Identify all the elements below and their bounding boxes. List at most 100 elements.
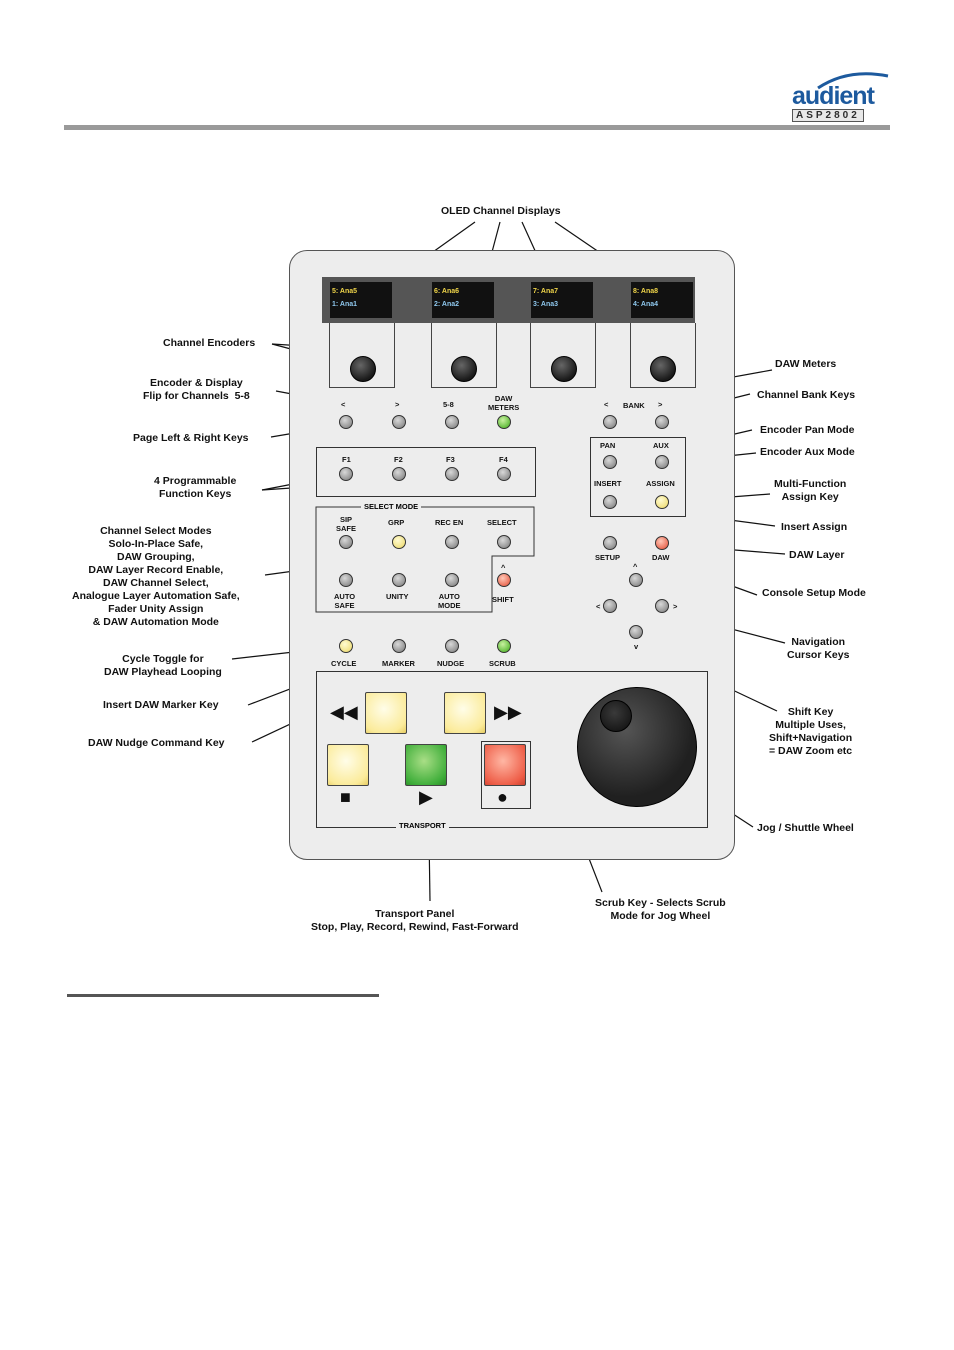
marker-label: MARKER [382, 659, 415, 668]
oled-line-bottom: 3: Ana3 [533, 301, 559, 308]
fast-forward-icon: ▶▶ [494, 702, 522, 722]
nudge-label: NUDGE [437, 659, 465, 668]
pan-label: PAN [600, 441, 616, 450]
encoder-mode-group [590, 437, 686, 517]
pan-button[interactable] [603, 455, 617, 469]
page-left-button[interactable] [339, 415, 353, 429]
function-keys-group [316, 447, 536, 497]
page-right-button[interactable] [392, 415, 406, 429]
aux-button[interactable] [655, 455, 669, 469]
f2-label: F2 [394, 455, 403, 464]
nav-left-label: < [596, 602, 601, 611]
page-left-label: < [341, 400, 346, 409]
oled-line-top: 8: Ana8 [633, 288, 659, 295]
callout-bank-keys: Channel Bank Keys [757, 389, 856, 401]
channel-encoder-2[interactable] [451, 356, 477, 382]
cycle-label: CYCLE [331, 659, 357, 668]
nav-up-label: ^ [633, 562, 638, 571]
logo-swoosh [817, 72, 889, 90]
nav-left-button[interactable] [603, 599, 617, 613]
nav-right-label: > [673, 602, 678, 611]
rec-en-button[interactable] [445, 535, 459, 549]
auto-safe-button[interactable] [339, 573, 353, 587]
daw-label: DAW [652, 553, 670, 562]
unity-button[interactable] [392, 573, 406, 587]
callout-daw-layer: DAW Layer [789, 549, 845, 561]
f3-button[interactable] [445, 467, 459, 481]
logo-model: ASP2802 [792, 109, 864, 122]
encoder-frame-2 [431, 323, 497, 388]
auto-mode-label: AUTO MODE [438, 592, 461, 610]
shift-label: SHIFT [492, 595, 514, 604]
unity-label: UNITY [386, 592, 409, 601]
f4-label: F4 [499, 455, 508, 464]
encoder-frame-3 [530, 323, 596, 388]
nav-up-button[interactable] [629, 573, 643, 587]
logo-brand: audient [792, 82, 875, 110]
assign-label: ASSIGN [646, 479, 675, 488]
callout-aux-mode: Encoder Aux Mode [760, 446, 855, 458]
nav-down-button[interactable] [629, 625, 643, 639]
setup-button[interactable] [603, 536, 617, 550]
f1-button[interactable] [339, 467, 353, 481]
stop-button[interactable] [327, 744, 369, 786]
record-icon: ● [497, 787, 508, 807]
jog-finger-dimple [600, 700, 632, 732]
rewind-button[interactable] [365, 692, 407, 734]
audient-logo: audient ASP2802 [788, 70, 892, 124]
select-button[interactable] [497, 535, 511, 549]
record-button[interactable] [484, 744, 526, 786]
callout-pan-mode: Encoder Pan Mode [760, 424, 855, 436]
channel-encoder-3[interactable] [551, 356, 577, 382]
callout-oled-displays: OLED Channel Displays [441, 205, 561, 217]
callout-transport: Transport Panel Stop, Play, Record, Rewi… [311, 908, 519, 933]
rewind-icon: ◀◀ [330, 702, 358, 722]
callout-cycle: Cycle Toggle for DAW Playhead Looping [104, 653, 222, 678]
callout-select-modes: Channel Select Modes Solo-In-Place Safe,… [72, 525, 240, 628]
sip-safe-button[interactable] [339, 535, 353, 549]
oled-line-top: 5: Ana5 [332, 288, 358, 295]
scrub-label: SCRUB [489, 659, 516, 668]
callout-function-keys: 4 Programmable Function Keys [154, 475, 237, 500]
callout-marker: Insert DAW Marker Key [103, 699, 219, 711]
daw-button[interactable] [655, 536, 669, 550]
assign-button[interactable] [655, 495, 669, 509]
auto-mode-button[interactable] [445, 573, 459, 587]
shift-button[interactable] [497, 573, 511, 587]
daw-meters-button[interactable] [497, 415, 511, 429]
callout-page-keys: Page Left & Right Keys [133, 432, 249, 444]
fast-forward-button[interactable] [444, 692, 486, 734]
play-button[interactable] [405, 744, 447, 786]
bank-left-label: < [604, 400, 609, 409]
section-rule [67, 994, 379, 997]
cycle-button[interactable] [339, 639, 353, 653]
play-icon: ▶ [419, 787, 433, 807]
encoder-frame-4 [630, 323, 696, 388]
shift-caret-label: ^ [501, 563, 506, 572]
callout-nudge: DAW Nudge Command Key [88, 737, 225, 749]
bank-right-button[interactable] [655, 415, 669, 429]
f1-label: F1 [342, 455, 351, 464]
marker-button[interactable] [392, 639, 406, 653]
nudge-button[interactable] [445, 639, 459, 653]
bank-left-button[interactable] [603, 415, 617, 429]
channel-encoder-1[interactable] [350, 356, 376, 382]
channel-encoder-4[interactable] [650, 356, 676, 382]
callout-assign: Multi-Function Assign Key [774, 478, 847, 503]
transport-title: TRANSPORT [396, 821, 449, 830]
oled-display-2: 6: Ana6 2: Ana2 [432, 282, 494, 318]
oled-display-3: 7: Ana7 3: Ana3 [531, 282, 593, 318]
f4-button[interactable] [497, 467, 511, 481]
f2-button[interactable] [392, 467, 406, 481]
grp-button[interactable] [392, 535, 406, 549]
scrub-button[interactable] [497, 639, 511, 653]
insert-button[interactable] [603, 495, 617, 509]
jog-shuttle-wheel[interactable] [577, 687, 697, 807]
nav-right-button[interactable] [655, 599, 669, 613]
callout-daw-meters: DAW Meters [775, 358, 837, 370]
flip-button[interactable] [445, 415, 459, 429]
oled-line-bottom: 4: Ana4 [633, 301, 659, 308]
stop-icon: ■ [340, 787, 351, 807]
daw-meters-label: DAW METERS [488, 394, 520, 412]
